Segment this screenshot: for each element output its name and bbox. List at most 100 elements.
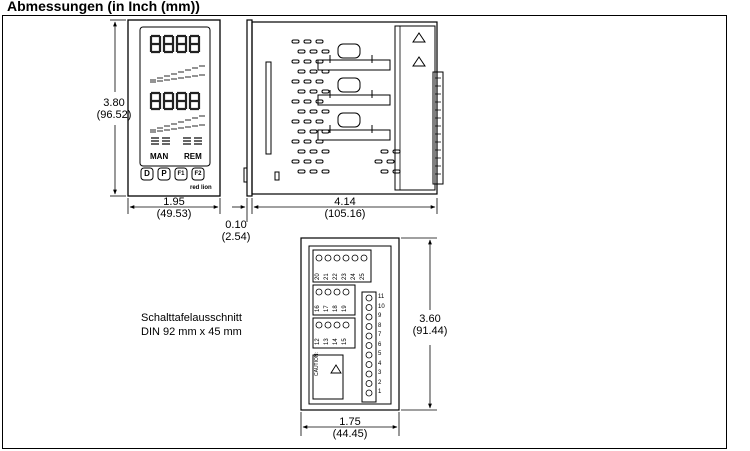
- side-slot: [265, 61, 272, 155]
- front-label-man: MAN: [150, 152, 169, 161]
- vent-slot: [297, 129, 306, 134]
- terminal-screw: [315, 321, 323, 329]
- rear-caution-label: [312, 354, 344, 400]
- vent-slot: [297, 89, 306, 94]
- front-display-window: [139, 26, 211, 167]
- rear-dimensions: [300, 237, 437, 436]
- key-p-outline: [157, 167, 171, 181]
- vent-slot: [374, 159, 383, 164]
- terminal-number: 6: [378, 341, 382, 348]
- vent-slot: [297, 109, 306, 114]
- terminal-screw: [333, 288, 341, 296]
- terminal-number: 23: [342, 273, 348, 280]
- front-width-mm: (49.53): [156, 208, 192, 220]
- vent-slot: [291, 139, 300, 144]
- vent-slot: [309, 69, 318, 74]
- rear-caution-text: CAUTION:: [314, 352, 320, 376]
- terminal-screw: [365, 361, 373, 368]
- brand-logo: red lion: [190, 185, 212, 191]
- vent-slot: [291, 79, 300, 84]
- terminal-screw: [342, 254, 350, 262]
- cutout-line-2: DIN 92 mm x 45 mm: [141, 326, 242, 338]
- terminal-screw: [333, 321, 341, 329]
- key-d-outline: [140, 167, 154, 181]
- vent-slot: [303, 79, 312, 84]
- vent-slot: [297, 169, 306, 174]
- terminal-screw: [365, 380, 373, 387]
- vent-slot: [315, 59, 324, 64]
- vent-slot: [303, 139, 312, 144]
- terminal-number: 7: [378, 332, 382, 338]
- side-small-tab: [274, 171, 280, 181]
- side-warning-icons: [412, 32, 426, 67]
- vent-slot: [303, 119, 312, 124]
- side-terminal-screws: [435, 77, 441, 175]
- rear-low-block: [312, 317, 356, 349]
- vent-slot: [392, 169, 401, 174]
- drawing-frame: [2, 15, 727, 449]
- key-f1-outline: [174, 167, 188, 181]
- vent-slot: [303, 39, 312, 44]
- terminal-screw: [324, 254, 332, 262]
- rear-terminal-strip: [361, 291, 377, 403]
- terminal-screw: [365, 313, 373, 321]
- side-boards: [317, 43, 391, 141]
- rear-housing: [300, 237, 400, 411]
- display-top: [149, 34, 201, 54]
- vent-slot: [321, 109, 330, 114]
- vent-slot: [309, 89, 318, 94]
- side-view: [243, 19, 444, 197]
- vent-slot: [380, 149, 389, 154]
- rear-view: [300, 237, 400, 411]
- terminal-number: 4: [378, 360, 382, 367]
- front-dimensions: [110, 19, 221, 214]
- terminal-number: 9: [378, 313, 382, 319]
- terminal-screw: [324, 321, 332, 329]
- cutout-line-1: Schalttafelausschnitt: [141, 312, 242, 324]
- terminal-number: 18: [333, 305, 339, 312]
- rear-top-block: [312, 249, 372, 283]
- terminal-screw: [342, 288, 350, 296]
- vent-slot: [315, 39, 324, 44]
- terminal-number: 16: [315, 305, 321, 312]
- vent-slot: [297, 69, 306, 74]
- terminal-number: 25: [360, 273, 366, 280]
- vent-slot: [321, 129, 330, 134]
- terminal-screw: [365, 351, 373, 359]
- terminal-number: 14: [333, 338, 339, 345]
- vent-slot: [291, 99, 300, 104]
- vent-slot: [315, 139, 324, 144]
- housing-depth-mm: (105.16): [324, 208, 366, 220]
- vent-slot: [315, 79, 324, 84]
- rear-width-mm: (44.45): [332, 428, 368, 440]
- display-mid: [149, 91, 201, 111]
- terminal-number: 20: [315, 273, 321, 280]
- rear-panel: [308, 245, 392, 405]
- bargraph-2: [150, 115, 205, 133]
- key-p: P: [161, 169, 167, 178]
- side-vents: [291, 39, 401, 174]
- vent-slot: [303, 59, 312, 64]
- vent-slot: [309, 149, 318, 154]
- terminal-number: 10: [378, 303, 385, 310]
- side-housing: [251, 21, 438, 195]
- front-view: [127, 19, 221, 197]
- front-width-in: 1.95: [163, 196, 185, 208]
- terminal-screw: [365, 304, 373, 311]
- terminal-screw: [360, 254, 368, 262]
- terminal-screw: [315, 254, 323, 262]
- vent-slot: [309, 129, 318, 134]
- terminal-screw: [365, 332, 373, 340]
- terminal-screw: [333, 254, 341, 262]
- side-terminal-block: [394, 25, 436, 191]
- rear-terminal-screws: [315, 254, 373, 397]
- key-d: D: [144, 169, 150, 178]
- terminal-number: 15: [342, 338, 348, 345]
- vent-slot: [303, 159, 312, 164]
- housing-depth-in: 4.14: [334, 196, 356, 208]
- terminal-number: 11: [378, 294, 385, 300]
- vent-slot: [297, 49, 306, 54]
- key-f1: F1: [177, 171, 185, 177]
- terminal-number: 21: [324, 273, 330, 280]
